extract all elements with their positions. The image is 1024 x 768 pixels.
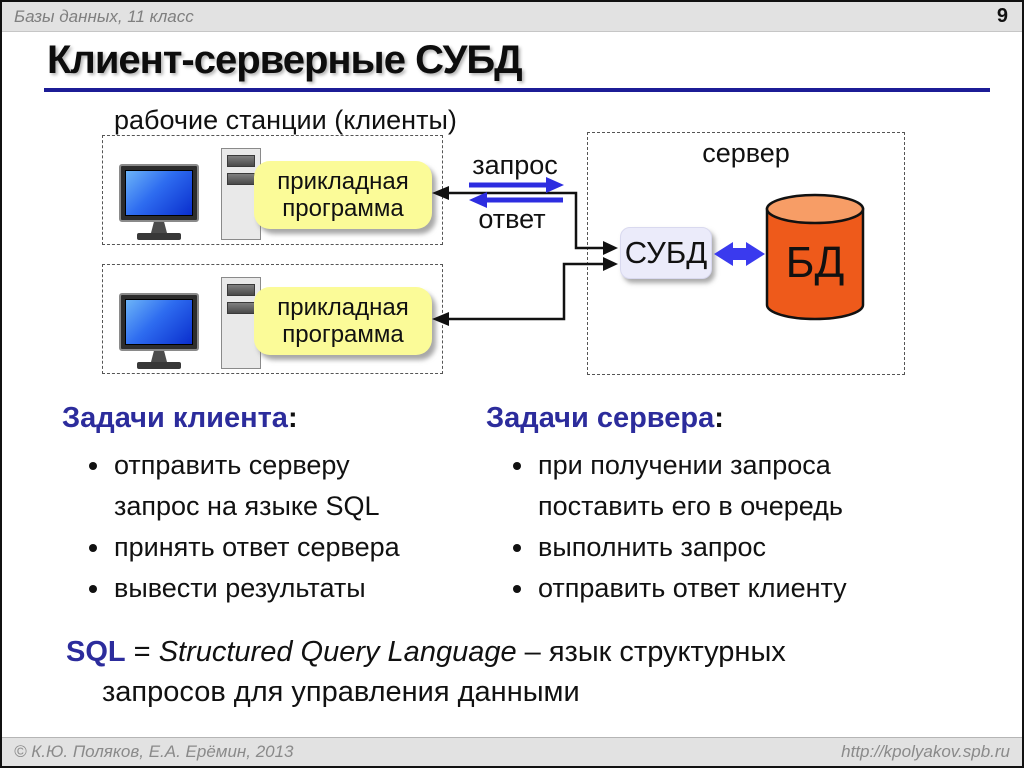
page-number: 9 [996, 5, 1008, 27]
monitor-icon [119, 293, 199, 351]
course-label: Базы данных, 11 класс [14, 6, 194, 26]
dbms-box: СУБД [620, 227, 712, 279]
copyright-label: © К.Ю. Поляков, Е.А. Ерёмин, 2013 [14, 742, 294, 761]
response-label: ответ [478, 204, 546, 234]
sql-equals: = [125, 636, 159, 668]
sql-description: – язык структурных запросов для управлен… [102, 636, 786, 708]
list-item: при получении запроса поставить его в оч… [536, 445, 892, 527]
request-label: запрос [472, 150, 558, 180]
client-box-2 [102, 264, 443, 374]
list-item: принять ответ сервера [112, 527, 442, 568]
db-label: БД [785, 238, 845, 287]
monitor-base [137, 362, 181, 369]
workstation-icon [119, 146, 269, 242]
workstations-label: рабочие станции (клиенты) [114, 105, 457, 135]
client-tasks-heading: Задачи клиента: [62, 402, 298, 435]
workstation-icon [119, 275, 269, 371]
slide-title: Клиент-серверные СУБД [47, 38, 523, 82]
app-program-box-2: прикладная программа [254, 287, 432, 355]
list-item: отправить ответ клиенту [536, 568, 892, 609]
server-label: сервер [702, 138, 790, 168]
client-tasks-heading-text: Задачи клиента [62, 402, 288, 434]
server-tasks-list: при получении запроса поставить его в оч… [510, 445, 892, 609]
monitor-icon [119, 164, 199, 222]
list-item: отправить серверу запрос на языке SQL [112, 445, 442, 527]
sql-term: SQL [66, 636, 126, 668]
monitor-stand [151, 351, 167, 362]
sql-english-name: Structured Query Language [158, 636, 517, 668]
tower-icon [221, 277, 261, 369]
list-item: вывести результаты [112, 568, 442, 609]
tower-slot [227, 302, 255, 314]
client-tasks-list: отправить серверу запрос на языке SQL пр… [86, 445, 442, 609]
database-cylinder-icon [764, 192, 866, 324]
sql-definition: SQL = Structured Query Language – язык с… [66, 632, 902, 712]
tower-slot [227, 173, 255, 185]
server-tasks-heading: Задачи сервера: [486, 402, 724, 435]
monitor-stand [151, 222, 167, 233]
colon: : [714, 402, 724, 434]
title-underline [44, 88, 990, 92]
monitor-screen [125, 170, 193, 216]
footer-bar: © К.Ю. Поляков, Е.А. Ерёмин, 2013 http:/… [2, 737, 1022, 766]
server-box [587, 132, 905, 375]
monitor-screen [125, 299, 193, 345]
top-bar: Базы данных, 11 класс 9 [2, 2, 1022, 32]
site-url: http://kpolyakov.spb.ru [841, 742, 1010, 761]
tower-slot [227, 284, 255, 296]
list-item: выполнить запрос [536, 527, 892, 568]
monitor-base [137, 233, 181, 240]
app-program-box-1: прикладная программа [254, 161, 432, 229]
tower-slot [227, 155, 255, 167]
colon: : [287, 402, 298, 434]
server-tasks-heading-text: Задачи сервера [486, 402, 715, 434]
